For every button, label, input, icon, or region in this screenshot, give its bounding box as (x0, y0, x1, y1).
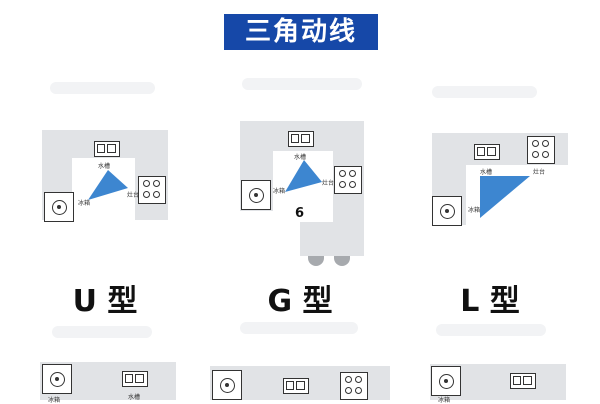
burner-icon (143, 180, 150, 187)
faded-caption (242, 78, 362, 90)
sink-icon (510, 373, 536, 389)
sink-label: 水槽 (480, 169, 493, 176)
faded-caption (432, 86, 537, 98)
sink-label: 水槽 (128, 394, 141, 401)
burner-icon (339, 170, 346, 177)
stove-icon (340, 372, 368, 400)
faded-caption (50, 82, 155, 94)
burner-icon (339, 181, 346, 188)
burner-icon (349, 170, 356, 177)
stove-label: 灶台 (533, 169, 546, 176)
fridge-icon (42, 364, 72, 394)
sink-icon (288, 131, 314, 147)
layout-type-label: U 型 (72, 284, 138, 319)
fridge-label: 冰箱 (468, 207, 481, 214)
stove-icon (527, 136, 555, 164)
fridge-label: 冰箱 (273, 188, 286, 195)
burner-icon (532, 151, 539, 158)
fridge-icon (241, 180, 271, 210)
sink-label: 水槽 (98, 163, 111, 170)
burner-icon (345, 387, 352, 394)
stove-icon (334, 166, 362, 194)
sink-icon (283, 378, 309, 394)
sink-icon (122, 371, 148, 387)
faded-caption (436, 324, 546, 336)
sink-icon (94, 141, 120, 157)
burner-icon (355, 376, 362, 383)
work-triangle-shape (88, 170, 128, 200)
burner-icon (153, 191, 160, 198)
peninsula-leg (308, 256, 324, 266)
stove-label: 灶台 (322, 180, 335, 187)
island-marker: 6 (295, 206, 305, 221)
work-triangle-shape (480, 176, 530, 218)
peninsula-leg (334, 256, 350, 266)
burner-icon (532, 140, 539, 147)
burner-icon (345, 376, 352, 383)
stove-label: 灶台 (127, 192, 140, 199)
fridge-label: 冰箱 (78, 200, 91, 207)
layout-type-label: G 型 (267, 284, 333, 319)
work-triangle-shape (285, 160, 322, 192)
burner-icon (542, 151, 549, 158)
burner-icon (542, 140, 549, 147)
fridge-icon (431, 366, 461, 396)
faded-caption (240, 322, 358, 334)
burner-icon (349, 181, 356, 188)
counter (300, 222, 364, 256)
layout-type-label: L 型 (460, 284, 520, 319)
page-title: 三角动线 (224, 14, 378, 50)
burner-icon (143, 191, 150, 198)
fridge-icon (212, 370, 242, 400)
sink-label: 水槽 (294, 154, 307, 161)
counter (135, 130, 168, 220)
fridge-icon (432, 196, 462, 226)
sink-icon (474, 144, 500, 160)
fridge-icon (44, 192, 74, 222)
burner-icon (153, 180, 160, 187)
stove-icon (138, 176, 166, 204)
faded-caption (52, 326, 152, 338)
burner-icon (355, 387, 362, 394)
